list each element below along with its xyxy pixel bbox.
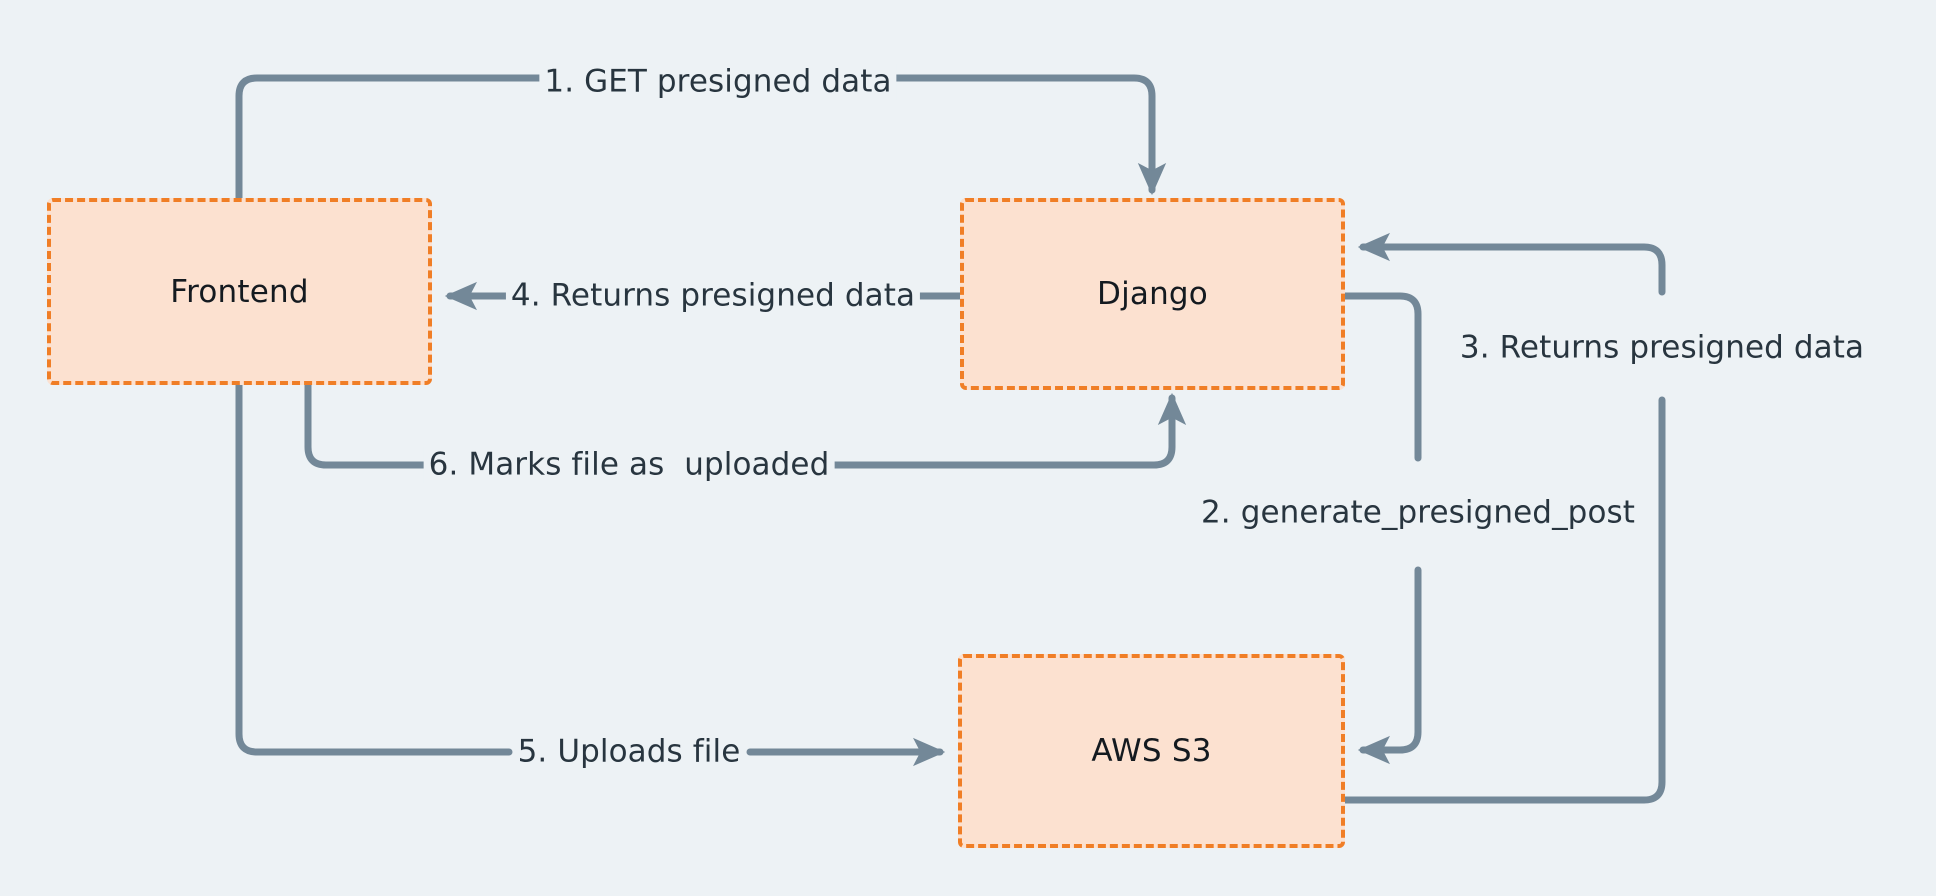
node-aws-s3[interactable]: AWS S3 [958, 654, 1345, 848]
connector-step-3-bottom [1341, 396, 1666, 804]
edge-label-step-1: 1. GET presigned data [539, 63, 897, 101]
connector-step-3-top [1357, 232, 1666, 296]
connector-step-5-left [235, 381, 513, 756]
node-frontend[interactable]: Frontend [47, 198, 432, 385]
edge-label-step-2: 2. generate_presigned_post [1195, 494, 1641, 532]
node-django[interactable]: Django [960, 198, 1345, 390]
edge-label-step-6: 6. Marks file as uploaded [423, 446, 835, 484]
connector-step-2-bottom [1357, 566, 1422, 765]
node-frontend-label: Frontend [170, 273, 309, 310]
connector-step-2-top [1341, 292, 1422, 462]
edge-label-step-5: 5. Uploads file [512, 733, 746, 771]
node-django-label: Django [1097, 276, 1208, 312]
connector-step-1-left [235, 74, 563, 202]
edge-label-step-3: 3. Returns presigned data [1454, 329, 1870, 367]
edge-label-step-4: 4. Returns presigned data [505, 277, 921, 315]
connector-step-6-left [304, 381, 513, 469]
node-aws-s3-label: AWS S3 [1091, 733, 1212, 769]
connector-step-1-right [874, 74, 1167, 196]
connector-step-6-right [746, 392, 1187, 469]
